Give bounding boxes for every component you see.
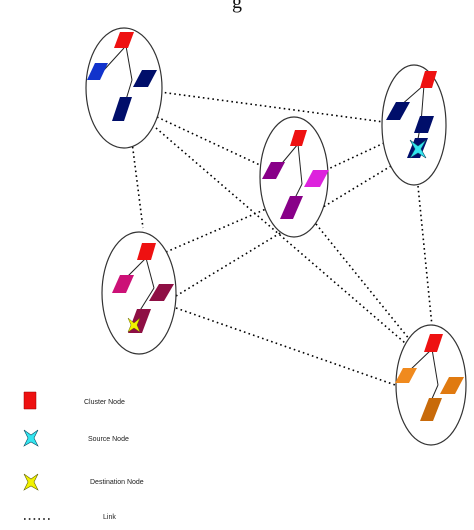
link-c1-c2 bbox=[159, 91, 385, 123]
cluster-1 bbox=[85, 27, 163, 149]
cluster-link bbox=[138, 287, 155, 313]
link-c3-c2 bbox=[325, 142, 385, 171]
link-c2-c5 bbox=[417, 185, 433, 327]
link-c3-c5 bbox=[315, 223, 415, 346]
cluster-node bbox=[424, 334, 443, 352]
legend-link-label: Link bbox=[103, 514, 116, 521]
link-c1-c4 bbox=[131, 141, 144, 229]
cluster-link bbox=[145, 257, 155, 289]
cluster-link bbox=[103, 47, 125, 71]
cluster-link bbox=[297, 143, 303, 185]
cluster-boundary bbox=[85, 27, 163, 149]
legend-source-node-label: Source Node bbox=[88, 436, 129, 443]
member-node bbox=[386, 102, 410, 120]
member-node bbox=[87, 63, 108, 80]
link-c1-c5 bbox=[155, 127, 413, 350]
legend-cluster-node-icon bbox=[23, 391, 37, 410]
cluster-5 bbox=[395, 324, 467, 446]
member-node bbox=[112, 97, 132, 121]
cluster-link bbox=[431, 348, 439, 386]
member-node bbox=[414, 116, 434, 133]
member-node bbox=[395, 368, 417, 383]
destination-node bbox=[127, 317, 141, 333]
link-c4-c3 bbox=[165, 208, 267, 253]
cluster-2 bbox=[381, 64, 447, 186]
cluster-node bbox=[420, 71, 437, 88]
legend bbox=[23, 391, 52, 520]
caption-fragment: g bbox=[232, 0, 242, 13]
legend-cluster-node-label: Cluster Node bbox=[84, 399, 125, 406]
source-node bbox=[409, 139, 427, 159]
member-node bbox=[133, 70, 157, 87]
legend-source-node-icon bbox=[23, 429, 39, 447]
cluster-node bbox=[290, 130, 307, 146]
link-c1-c3 bbox=[156, 116, 263, 167]
cluster-4 bbox=[101, 231, 177, 355]
member-node bbox=[304, 170, 329, 187]
member-node bbox=[262, 162, 285, 179]
cluster-boundary bbox=[101, 231, 177, 355]
member-node bbox=[149, 284, 174, 301]
member-node bbox=[440, 377, 464, 394]
member-node bbox=[280, 196, 303, 219]
cluster-3 bbox=[259, 116, 329, 238]
cluster-node bbox=[137, 243, 156, 260]
legend-destination-node-icon bbox=[23, 473, 39, 491]
legend-destination-node-label: Destination Node bbox=[90, 479, 144, 486]
cluster-boundary bbox=[395, 324, 467, 446]
member-node bbox=[112, 275, 134, 293]
cluster-boundary bbox=[259, 116, 329, 238]
member-node bbox=[420, 398, 442, 421]
cluster-node bbox=[114, 32, 134, 48]
link-c4-c5 bbox=[175, 307, 399, 387]
cluster-link bbox=[125, 45, 133, 81]
cluster-boundary bbox=[381, 64, 447, 186]
